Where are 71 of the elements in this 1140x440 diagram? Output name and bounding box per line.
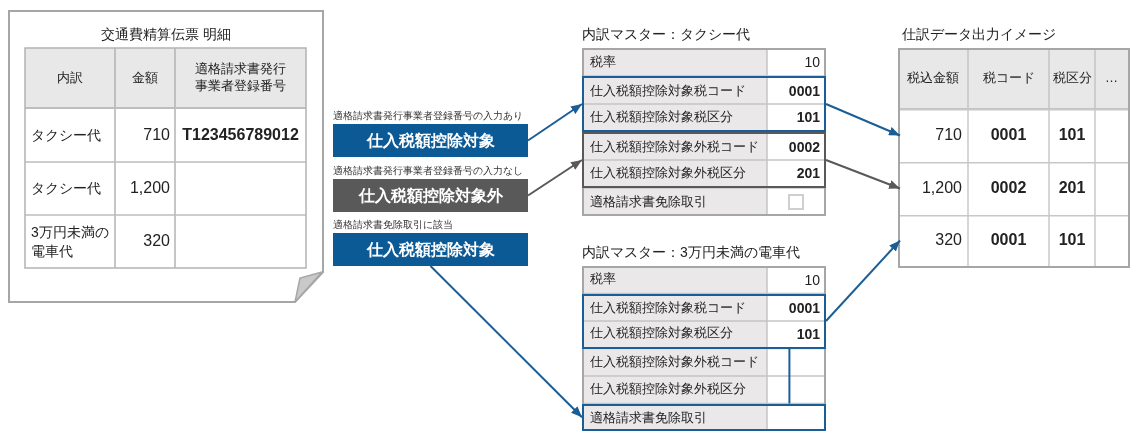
classification-banner: 仕入税額控除対象 xyxy=(333,124,528,157)
table-row xyxy=(900,162,1128,215)
field-name: 税率 xyxy=(590,271,616,289)
field-name: 仕入税額控除対象外税コード xyxy=(590,353,759,371)
arrow xyxy=(825,159,901,190)
highlighted-rows xyxy=(582,403,826,431)
master-table xyxy=(580,242,828,434)
column-header: 税区分 xyxy=(1052,70,1092,87)
field-name: 仕入税額控除対象外税区分 xyxy=(590,164,746,182)
field-value: 101 xyxy=(796,107,820,127)
item-name: 3万円未満の電車代 xyxy=(31,223,110,260)
tax-category: 101 xyxy=(1058,230,1086,251)
amount-value: 320 xyxy=(143,231,170,252)
field-name: 仕入税額控除対象外税コード xyxy=(590,138,759,156)
amount-value: 710 xyxy=(935,125,962,146)
highlighted-rows xyxy=(582,293,826,349)
table-title: 内訳マスター：タクシー代 xyxy=(582,24,750,44)
field-name: 仕入税額控除対象外税区分 xyxy=(590,381,746,399)
field-name: 仕入税額控除対象税コード xyxy=(590,82,746,100)
amount-value: 1,200 xyxy=(921,178,962,199)
connector-line xyxy=(788,347,791,405)
field-value: 201 xyxy=(796,163,820,183)
field-value: 0001 xyxy=(788,299,820,318)
arrow xyxy=(527,159,583,197)
field-value: 0002 xyxy=(788,137,820,157)
condition-note: 適格請求書発行事業者登録番号の入力あり xyxy=(333,109,523,122)
arrow xyxy=(527,103,583,142)
column-header: … xyxy=(1105,70,1118,87)
condition-note: 適格請求書発行事業者登録番号の入力なし xyxy=(333,164,523,177)
classification-banner: 仕入税額控除対象 xyxy=(333,233,528,266)
column-header: 内訳 xyxy=(57,69,83,87)
column-header: 税込金額 xyxy=(907,70,959,87)
field-value: 10 xyxy=(804,270,820,289)
table-title: 内訳マスター：3万円未満の電車代 xyxy=(582,242,800,262)
amount-value: 1,200 xyxy=(129,178,170,199)
arrow xyxy=(825,239,901,322)
master-table xyxy=(580,24,828,218)
field-value: 10 xyxy=(804,52,820,72)
tax-code: 0001 xyxy=(990,230,1027,251)
table-row xyxy=(900,109,1128,162)
field-name: 税率 xyxy=(590,53,616,71)
table-title: 仕訳データ出力イメージ xyxy=(902,24,1056,44)
classification-banner: 仕入税額控除対象外 xyxy=(333,179,528,212)
field-name: 適格請求書免除取引 xyxy=(590,409,707,427)
item-name: タクシー代 xyxy=(31,179,101,198)
highlighted-rows xyxy=(582,132,826,188)
column-header: 税コード xyxy=(982,70,1035,87)
document-sheet xyxy=(8,10,324,303)
document-title: 交通費精算伝票 明細 xyxy=(101,24,231,44)
item-name: タクシー代 xyxy=(31,125,101,145)
table-row xyxy=(900,215,1128,266)
arrow xyxy=(825,103,901,137)
arrow xyxy=(429,265,583,419)
field-name: 仕入税額控除対象税区分 xyxy=(590,108,733,126)
tax-code: 0001 xyxy=(990,125,1027,146)
tax-category: 201 xyxy=(1058,178,1086,199)
field-name: 適格請求書免除取引 xyxy=(590,193,707,211)
amount-value: 320 xyxy=(935,230,962,251)
highlighted-rows xyxy=(582,76,826,132)
field-value: 0001 xyxy=(788,81,820,101)
amount-value: 710 xyxy=(143,124,170,145)
column-header: 適格請求書発行事業者登録番号 xyxy=(194,61,287,95)
output-table xyxy=(896,24,1132,270)
registration-number: T123456789012 xyxy=(182,124,299,145)
field-name: 仕入税額控除対象税コード xyxy=(590,299,746,317)
field-value: 101 xyxy=(796,324,820,343)
tax-category: 101 xyxy=(1058,125,1086,146)
column-header: 金額 xyxy=(132,69,158,87)
tax-code: 0002 xyxy=(990,178,1027,199)
field-name: 仕入税額控除対象税区分 xyxy=(590,325,733,343)
condition-note: 適格請求書免除取引に該当 xyxy=(333,218,453,231)
